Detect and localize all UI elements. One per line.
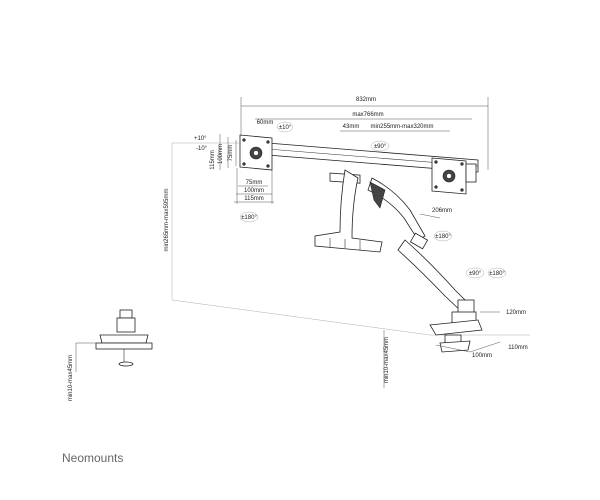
label-832: 832mm: [356, 97, 376, 103]
label-vesa-w100: 100mm: [244, 188, 264, 194]
handle: [314, 169, 383, 253]
label-255-320: min255mm-max320mm: [370, 124, 433, 130]
dim-line-base-110: [469, 341, 501, 353]
label-tilt-top: ±10°: [279, 125, 292, 131]
label-rotate-base: ±180°: [489, 271, 505, 277]
label-base-110: 110mm: [508, 345, 528, 351]
label-43: 43mm: [343, 124, 360, 130]
rotate-arm-circle: [433, 230, 453, 242]
label-206: 206mm: [432, 208, 452, 214]
rotate-left-circle: [239, 211, 259, 223]
swivel-center-circle: [370, 140, 390, 152]
label-766: max766mm: [352, 112, 383, 118]
floor-line: [171, 299, 431, 336]
label-tilt-plus: +10°: [194, 136, 207, 142]
label-vesa-100: 100mm: [218, 144, 224, 164]
tilt-top-circle: [276, 121, 294, 133]
label-vesa-75: 75mm: [228, 145, 234, 162]
dim-line-base-100: [435, 344, 471, 353]
dim-line-206: [419, 213, 441, 219]
swivel-base-circle: [465, 267, 485, 279]
label-height-range: min265mm-max595mm: [164, 188, 170, 251]
label-rotate-arm: ±180°: [435, 234, 451, 240]
base-plate: [429, 319, 483, 336]
brand-logo-text: Neomounts: [62, 451, 123, 465]
vesa-plate-left: [239, 134, 273, 171]
vesa-plate-right: [431, 157, 477, 195]
label-clamp-range-left: min10-max45mm: [68, 355, 74, 401]
clamp-detail: [75, 309, 153, 372]
label-swivel-base: ±90°: [469, 271, 482, 277]
arm-elbow: [409, 232, 429, 250]
label-vesa-w115: 115mm: [244, 196, 264, 202]
arm-joint-cover: [369, 181, 386, 209]
rotate-base-circle: [487, 267, 507, 279]
label-vesa-w75: 75mm: [246, 180, 263, 186]
label-vesa-115: 115mm: [210, 150, 216, 170]
label-rotate-left: ±180°: [241, 215, 257, 221]
label-tilt-minus: -10°: [196, 146, 208, 152]
label-60: 60mm: [257, 120, 274, 126]
label-swivel-center: ±90°: [374, 144, 387, 150]
label-120: 120mm: [506, 310, 526, 316]
base-clamp-foot: [439, 340, 471, 353]
label-clamp-range-right: min10-max45mm: [384, 337, 390, 383]
right-end-cap: [465, 163, 477, 183]
label-base-100: 100mm: [472, 353, 492, 359]
